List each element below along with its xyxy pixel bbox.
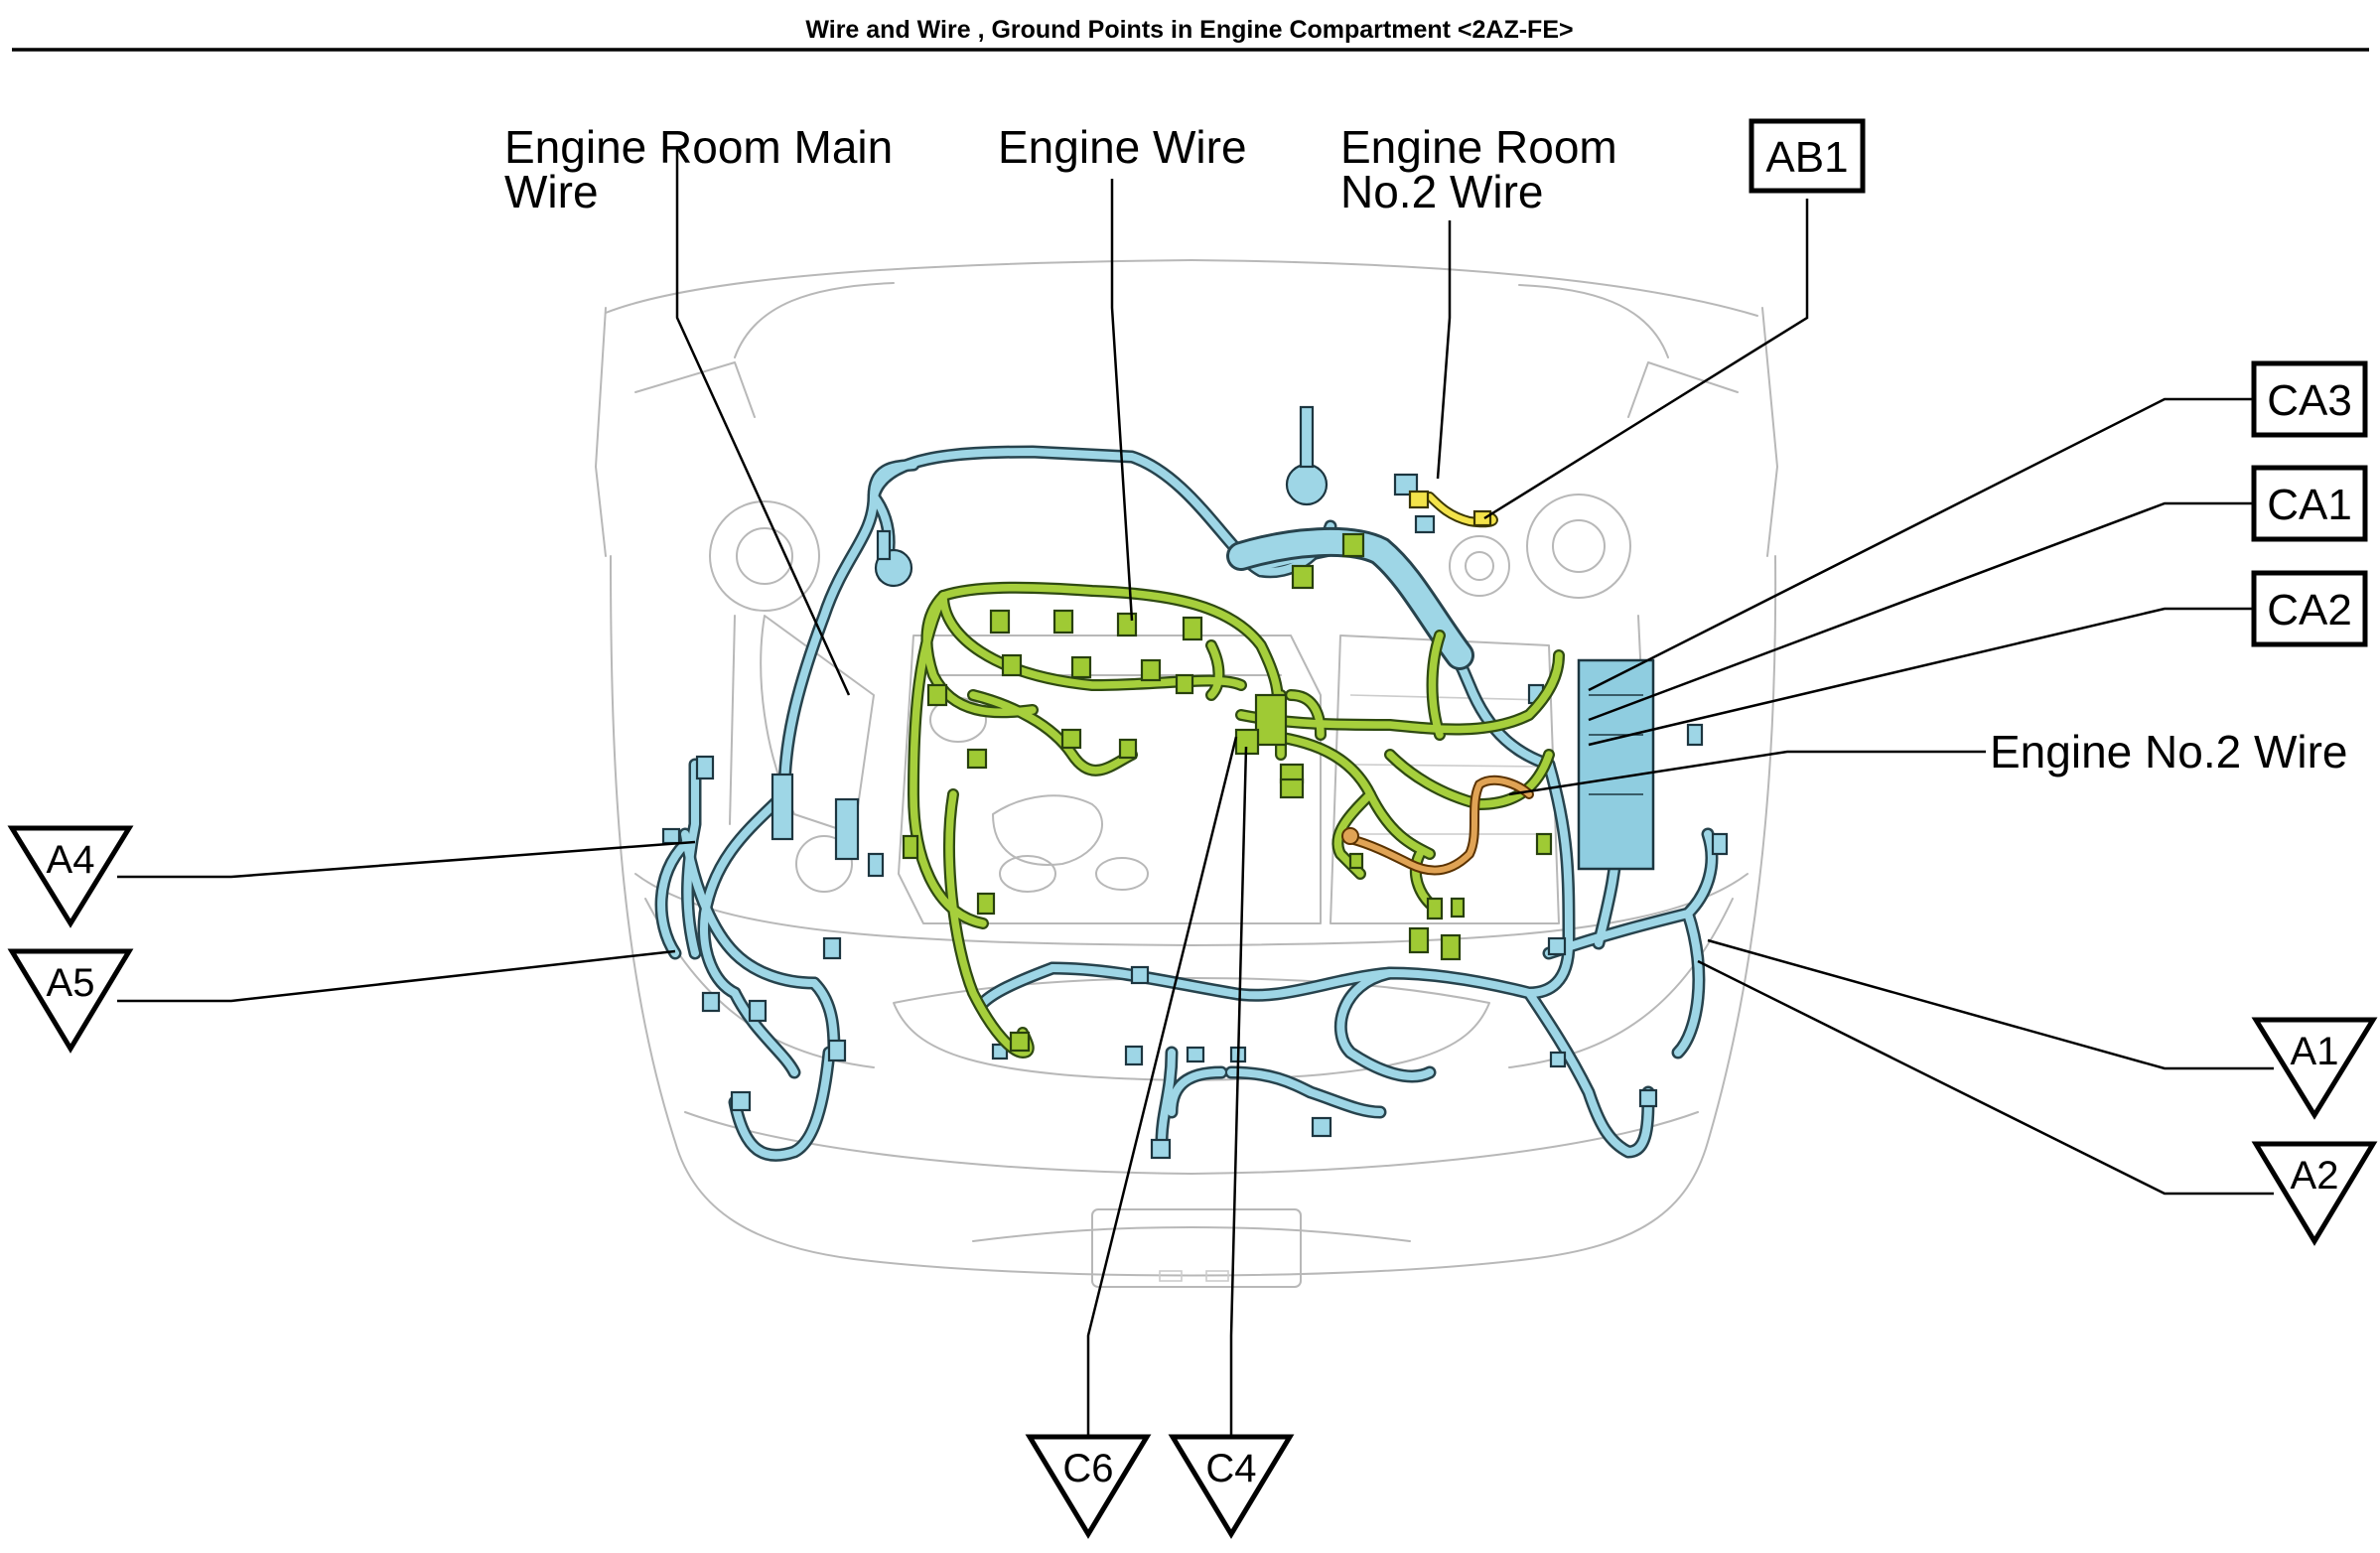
label-engine-wire: Engine Wire: [998, 121, 1247, 173]
label-engine-room-no2-wire-line2: No.2 Wire: [1340, 166, 1543, 217]
wire-name-labels: Engine Room Main Wire Engine Wire Engine…: [504, 121, 2348, 777]
code-tri-a5: A5: [7, 948, 134, 1054]
code-tri-a4: A4: [7, 825, 134, 928]
svg-text:A5: A5: [47, 961, 95, 1005]
code-box-ca1: CA1: [2251, 465, 2368, 542]
engine-room-main-wire: [654, 405, 1729, 1162]
code-tri-c4: C4: [1168, 1434, 1295, 1539]
leader-lines: [117, 149, 2274, 1460]
code-tri-c6: C6: [1025, 1434, 1152, 1539]
engine-room-no2-wire: [1393, 473, 1498, 528]
engine-wire: [902, 532, 1565, 1059]
engine-no2-wire: [1341, 775, 1534, 876]
connector-code-boxes: AB1 CA3 CA1 CA2: [1749, 118, 2368, 647]
connector-code-triangles: A4 A5 A1 A2 C6 C4: [7, 825, 2378, 1539]
svg-text:AB1: AB1: [1765, 133, 1848, 182]
page-title: Wire and Wire , Ground Points in Engine …: [805, 16, 1573, 44]
svg-text:A2: A2: [2291, 1154, 2339, 1198]
svg-text:A1: A1: [2291, 1030, 2339, 1073]
code-box-ab1: AB1: [1749, 118, 1866, 194]
svg-text:CA2: CA2: [2267, 586, 2352, 635]
label-engine-room-main-wire-line1: Engine Room Main: [504, 121, 893, 173]
label-engine-room-no2-wire-line1: Engine Room: [1340, 121, 1617, 173]
svg-text:C4: C4: [1205, 1447, 1256, 1490]
relay-block: [1577, 658, 1655, 871]
svg-text:A4: A4: [47, 838, 95, 882]
code-tri-a1: A1: [2251, 1017, 2378, 1120]
code-box-ca2: CA2: [2251, 570, 2368, 647]
code-tri-a2: A2: [2251, 1141, 2378, 1246]
label-engine-room-main-wire-line2: Wire: [504, 166, 599, 217]
svg-text:C6: C6: [1062, 1447, 1113, 1490]
svg-text:CA1: CA1: [2267, 481, 2352, 529]
svg-text:CA3: CA3: [2267, 376, 2352, 425]
code-box-ca3: CA3: [2251, 360, 2368, 438]
label-engine-no2-wire: Engine No.2 Wire: [1990, 726, 2348, 777]
